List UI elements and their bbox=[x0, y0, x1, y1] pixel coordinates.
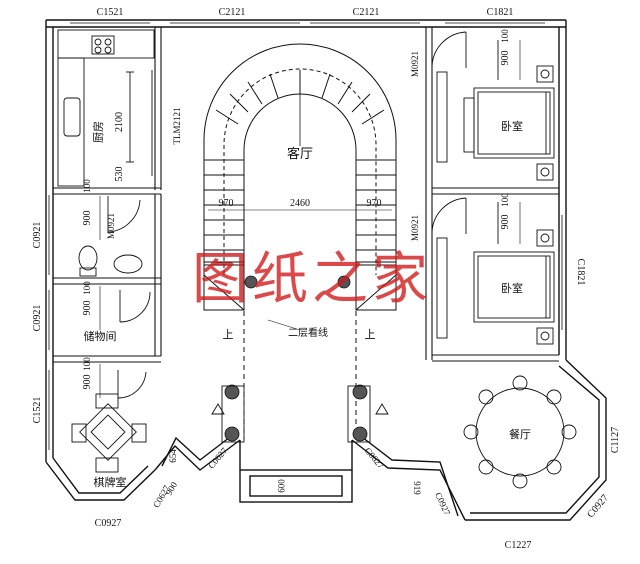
bedroom2-furniture bbox=[431, 197, 555, 345]
kitchen-fixtures bbox=[57, 29, 155, 187]
bedroom1-furniture bbox=[431, 31, 555, 181]
dimension-text: 970 bbox=[367, 198, 382, 209]
window-label: C1821 bbox=[487, 7, 514, 18]
room-label-kitchen: 厨房 bbox=[92, 121, 105, 143]
interior-walls bbox=[53, 27, 559, 363]
window-label: C0927 bbox=[585, 493, 611, 521]
watermark: 图纸之家 bbox=[192, 247, 432, 312]
dimension-text: 654 bbox=[168, 449, 178, 463]
dimension-text: 009 bbox=[276, 479, 286, 493]
dimension-text: 900 bbox=[82, 301, 93, 316]
room-label-dining: 餐厅 bbox=[509, 427, 531, 441]
window-label: C0627 bbox=[363, 446, 386, 471]
window-label: C1821 bbox=[575, 259, 586, 286]
window-label: C2121 bbox=[353, 7, 380, 18]
window-label: C0927 bbox=[433, 491, 452, 517]
door-label: M0921 bbox=[410, 51, 420, 77]
dimension-text: 100 bbox=[82, 179, 92, 193]
chess-table bbox=[71, 393, 147, 473]
porch-pillars bbox=[211, 385, 389, 443]
window-label: C0921 bbox=[32, 305, 43, 332]
dimension-text: 900 bbox=[500, 215, 511, 230]
window-label: C1227 bbox=[505, 540, 532, 551]
railing-note: 二层看线 bbox=[288, 326, 328, 339]
window-label: C0927 bbox=[95, 518, 122, 529]
dimension-text: 900 bbox=[164, 480, 180, 497]
door-label: M0921 bbox=[410, 215, 420, 241]
dimension-text: 530 bbox=[114, 167, 125, 182]
window-marks bbox=[48, 22, 563, 450]
stair-up-label: 上 bbox=[365, 328, 376, 341]
bathroom-fixtures bbox=[78, 196, 143, 277]
stair-posts bbox=[224, 275, 368, 442]
dimension-text: 900 bbox=[82, 211, 93, 226]
dimension-text: 100 bbox=[500, 29, 510, 43]
dimension-text: 2100 bbox=[114, 112, 125, 132]
dimension-text: 970 bbox=[219, 198, 234, 209]
door-label: M0921 bbox=[106, 213, 116, 239]
room-label-bed1: 卧室 bbox=[501, 119, 523, 133]
dimension-text: 100 bbox=[82, 357, 92, 371]
dimension-text: 919 bbox=[412, 481, 422, 495]
window-label: C1521 bbox=[97, 7, 124, 18]
outer-walls bbox=[45, 19, 607, 521]
stair-up-label: 上 bbox=[223, 328, 234, 341]
window-label: C0627 bbox=[206, 445, 229, 470]
dimension-lines bbox=[99, 40, 521, 398]
dimension-text: 100 bbox=[82, 281, 92, 295]
room-label-bed2: 卧室 bbox=[501, 281, 523, 295]
door-label: TLM2121 bbox=[172, 108, 182, 145]
dining-table bbox=[463, 375, 577, 489]
dimension-text: 900 bbox=[500, 51, 511, 66]
window-label: C0921 bbox=[32, 222, 43, 249]
room-label-living: 客厅 bbox=[287, 146, 313, 162]
storage-door bbox=[117, 290, 151, 399]
staircase bbox=[203, 43, 397, 440]
room-label-storage: 储物间 bbox=[84, 329, 117, 343]
window-label: C2121 bbox=[219, 7, 246, 18]
dimension-text: 900 bbox=[82, 375, 93, 390]
window-label: C1127 bbox=[610, 427, 621, 453]
dimension-text: 100 bbox=[500, 193, 510, 207]
window-label: C1521 bbox=[32, 397, 43, 424]
dimension-text: 2460 bbox=[290, 198, 310, 209]
room-label-chess: 棋牌室 bbox=[94, 475, 127, 489]
